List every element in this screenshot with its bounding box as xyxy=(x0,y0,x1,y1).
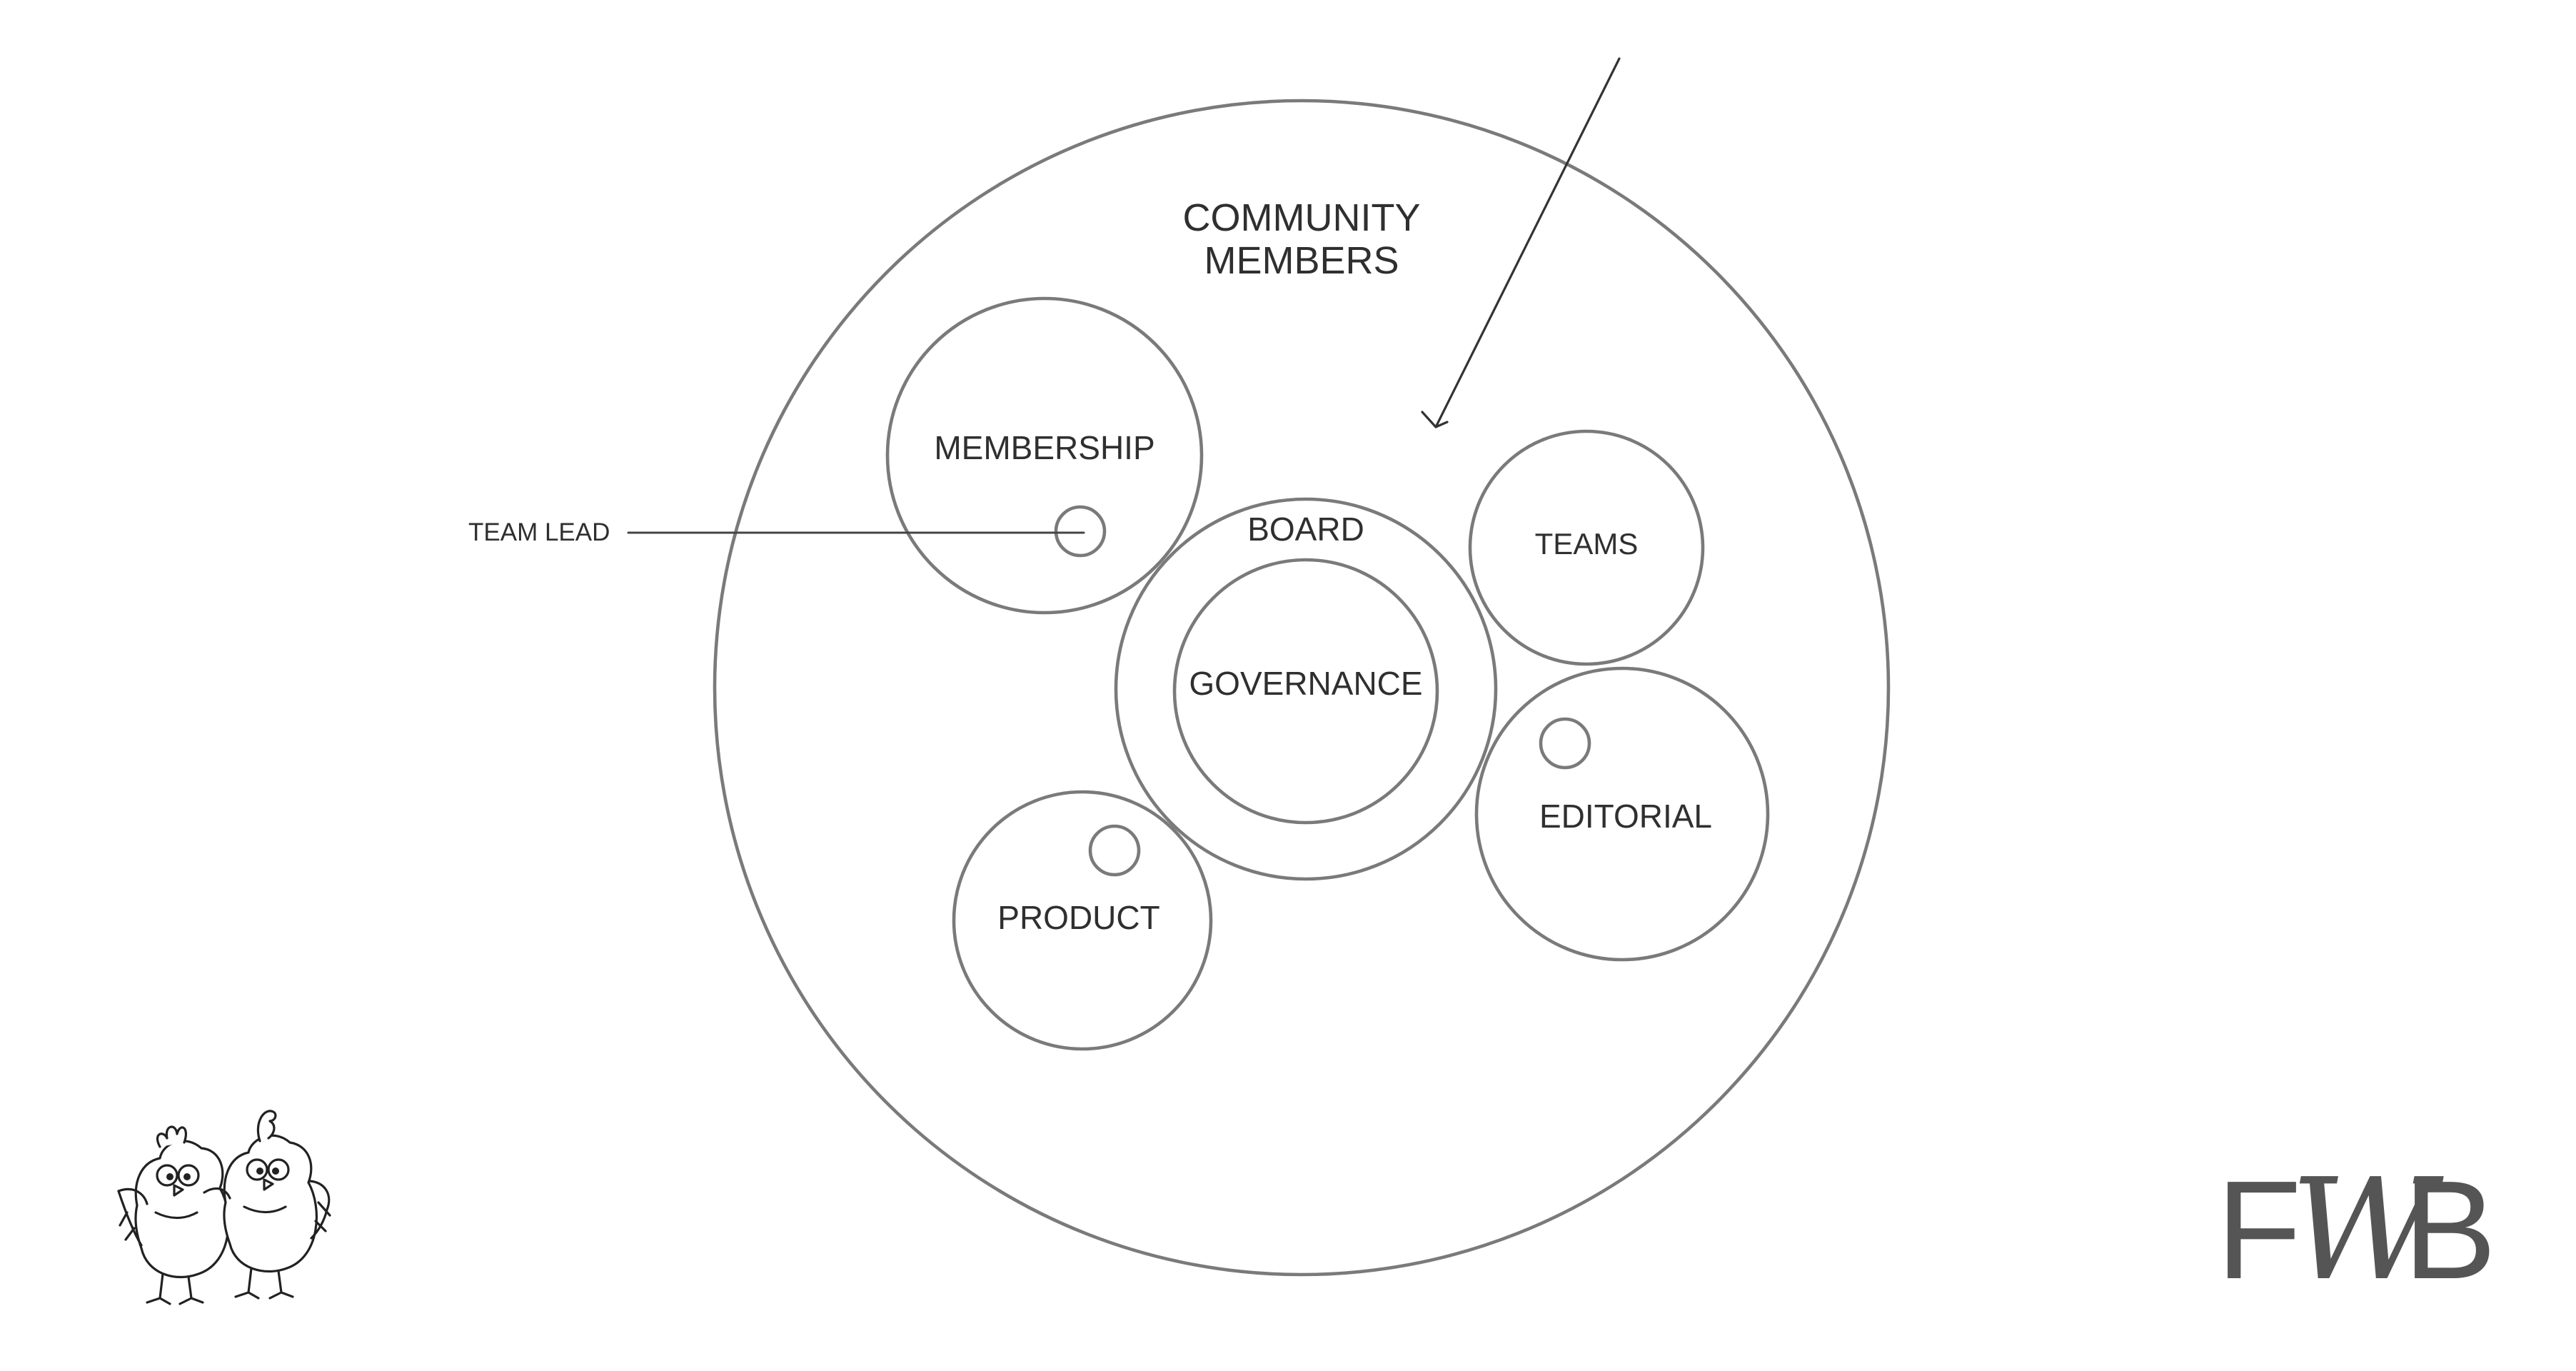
membership-circle xyxy=(885,296,1204,615)
community-members-label-line1: COMMUNITY xyxy=(1183,196,1421,239)
team-lead-label: TEAM LEAD xyxy=(468,518,610,546)
editorial-team-lead-dot xyxy=(1539,717,1591,770)
governance-label: GOVERNANCE xyxy=(1189,665,1422,702)
product-circle xyxy=(952,790,1213,1051)
community-members-circle xyxy=(713,99,1891,1277)
logo-letter-b: B xyxy=(2403,1152,2497,1308)
team-lead-dot xyxy=(1054,505,1107,558)
product-team-lead-dot xyxy=(1088,824,1141,877)
fwb-logo: F W B xyxy=(2216,1149,2497,1312)
twin-birds-mascot-icon xyxy=(117,1110,331,1305)
logo-letter-w: W xyxy=(2290,1149,2444,1312)
logo-letter-f: F xyxy=(2216,1152,2302,1308)
product-label: PRODUCT xyxy=(997,899,1159,936)
board-circle xyxy=(1114,497,1498,881)
membership-label: MEMBERSHIP xyxy=(934,429,1154,466)
teams-label: TEAMS xyxy=(1535,527,1639,561)
community-members-label-line2: MEMBERS xyxy=(1204,239,1399,282)
arrow-icon xyxy=(1421,57,1621,428)
board-label: BOARD xyxy=(1247,511,1364,548)
governance-circle xyxy=(1172,558,1439,825)
teams-circle xyxy=(1468,429,1705,666)
editorial-circle xyxy=(1474,666,1770,962)
editorial-label: EDITORIAL xyxy=(1539,798,1712,835)
